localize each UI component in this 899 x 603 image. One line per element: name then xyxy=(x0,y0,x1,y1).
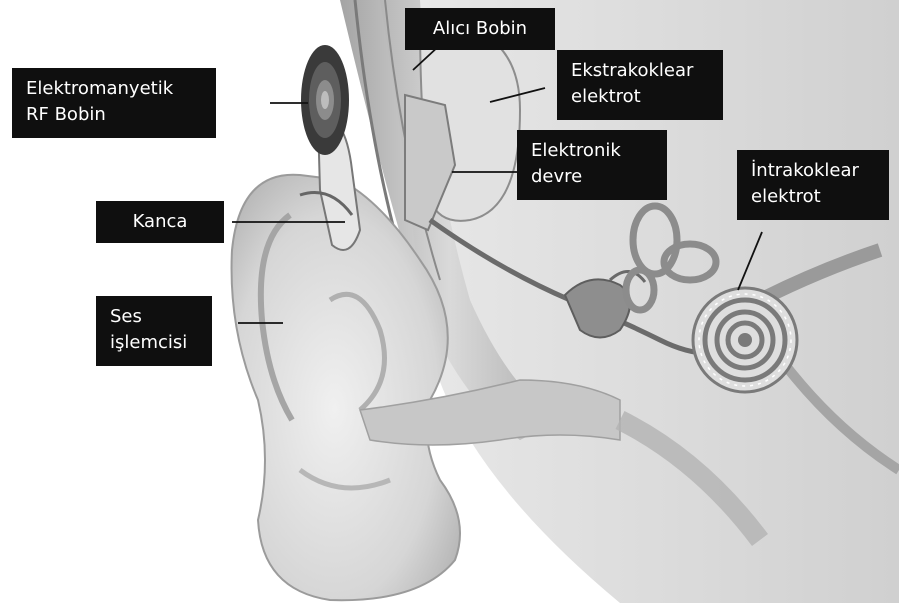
label-receiver-coil-text: Alıcı Bobin xyxy=(415,16,545,42)
label-extracochlear-line2: elektrot xyxy=(571,84,709,110)
label-hook: Kanca xyxy=(96,201,224,243)
label-sound-processor: Ses işlemcisi xyxy=(96,296,212,366)
label-extracochlear-electrode: Ekstrakoklear elektrot xyxy=(557,50,723,120)
label-receiver-coil: Alıcı Bobin xyxy=(405,8,555,50)
label-extracochlear-line1: Ekstrakoklear xyxy=(571,58,709,84)
label-intracochlear-line1: İntrakoklear xyxy=(751,158,875,184)
label-sound-processor-line1: Ses xyxy=(110,304,198,330)
label-electronic-circuit: Elektronik devre xyxy=(517,130,667,200)
label-rf-coil-line2: RF Bobin xyxy=(26,102,202,128)
label-hook-text: Kanca xyxy=(110,209,210,235)
label-rf-coil: Elektromanyetik RF Bobin xyxy=(12,68,216,138)
label-sound-processor-line2: işlemcisi xyxy=(110,330,198,356)
label-intracochlear-electrode: İntrakoklear elektrot xyxy=(737,150,889,220)
cochlea xyxy=(693,288,797,392)
label-rf-coil-line1: Elektromanyetik xyxy=(26,76,202,102)
label-electronic-line2: devre xyxy=(531,164,653,190)
label-electronic-line1: Elektronik xyxy=(531,138,653,164)
label-intracochlear-line2: elektrot xyxy=(751,184,875,210)
